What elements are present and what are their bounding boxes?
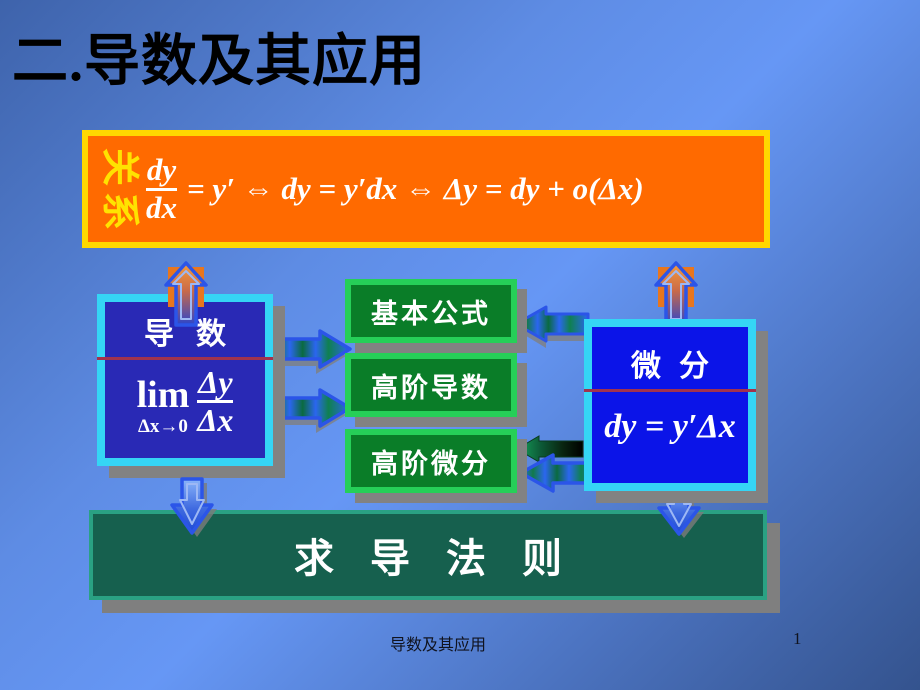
up-arrow-icon xyxy=(160,261,212,329)
higher-derivatives-box: 高阶导数 xyxy=(345,353,517,417)
up-arrow-icon xyxy=(650,261,702,329)
down-arrow-icon xyxy=(168,477,220,539)
fraction-denominator: dx xyxy=(146,189,178,225)
fraction-bar xyxy=(146,187,178,191)
page-number: 1 xyxy=(793,629,802,648)
right-arrow-icon xyxy=(260,329,356,377)
higher-differentials-box: 高阶微分 xyxy=(345,429,517,493)
higher-differentials-label: 高阶微分 xyxy=(371,448,491,479)
fraction-numerator: dy xyxy=(146,151,177,187)
differential-box: 微分 dy = y′Δx xyxy=(584,319,756,491)
fraction-denominator: Δx xyxy=(197,401,234,438)
differential-formula: dy = y′Δx xyxy=(604,408,736,445)
basic-formulas-box: 基本公式 xyxy=(345,279,517,343)
page-title: 二.导数及其应用 xyxy=(12,31,426,93)
limit-formula: lim Δx→0 Δy Δx xyxy=(105,366,265,436)
relation-side-char: 系 xyxy=(98,191,141,231)
relation-side-char: 关 xyxy=(98,147,141,187)
higher-derivatives-label: 高阶导数 xyxy=(371,372,491,403)
red-divider xyxy=(97,357,273,360)
footer-text: 导数及其应用 xyxy=(390,637,487,654)
differential-box-title: 微分 xyxy=(631,350,727,383)
left-arrow-icon xyxy=(514,305,592,349)
limit-operator: lim Δx→0 xyxy=(136,374,190,438)
left-arrow-icon xyxy=(515,435,585,464)
relation-side-label: 关 系 xyxy=(98,145,141,233)
down-arrow-icon xyxy=(655,484,707,542)
relation-formula-rest: = y′ ⇔ dy = y′dx ⇔ Δy = dy + o(Δx) xyxy=(187,171,644,206)
relation-formula: dy dx = y′ ⇔ dy = y′dx ⇔ Δy = dy + o(Δx) xyxy=(146,151,644,225)
basic-formulas-label: 基本公式 xyxy=(371,298,491,329)
derivation-rules-label: 求导法则 xyxy=(294,537,598,581)
red-divider xyxy=(584,389,756,392)
right-arrow-icon xyxy=(260,388,356,436)
relation-box: 关 系 dy dx = y′ ⇔ dy = y′dx ⇔ Δy = dy + o… xyxy=(82,130,770,248)
delta-fraction: Δy Δx xyxy=(197,364,234,438)
fraction-bar xyxy=(197,399,234,403)
dy-dx-fraction: dy dx xyxy=(146,151,178,225)
fraction-numerator: Δy xyxy=(198,364,233,400)
